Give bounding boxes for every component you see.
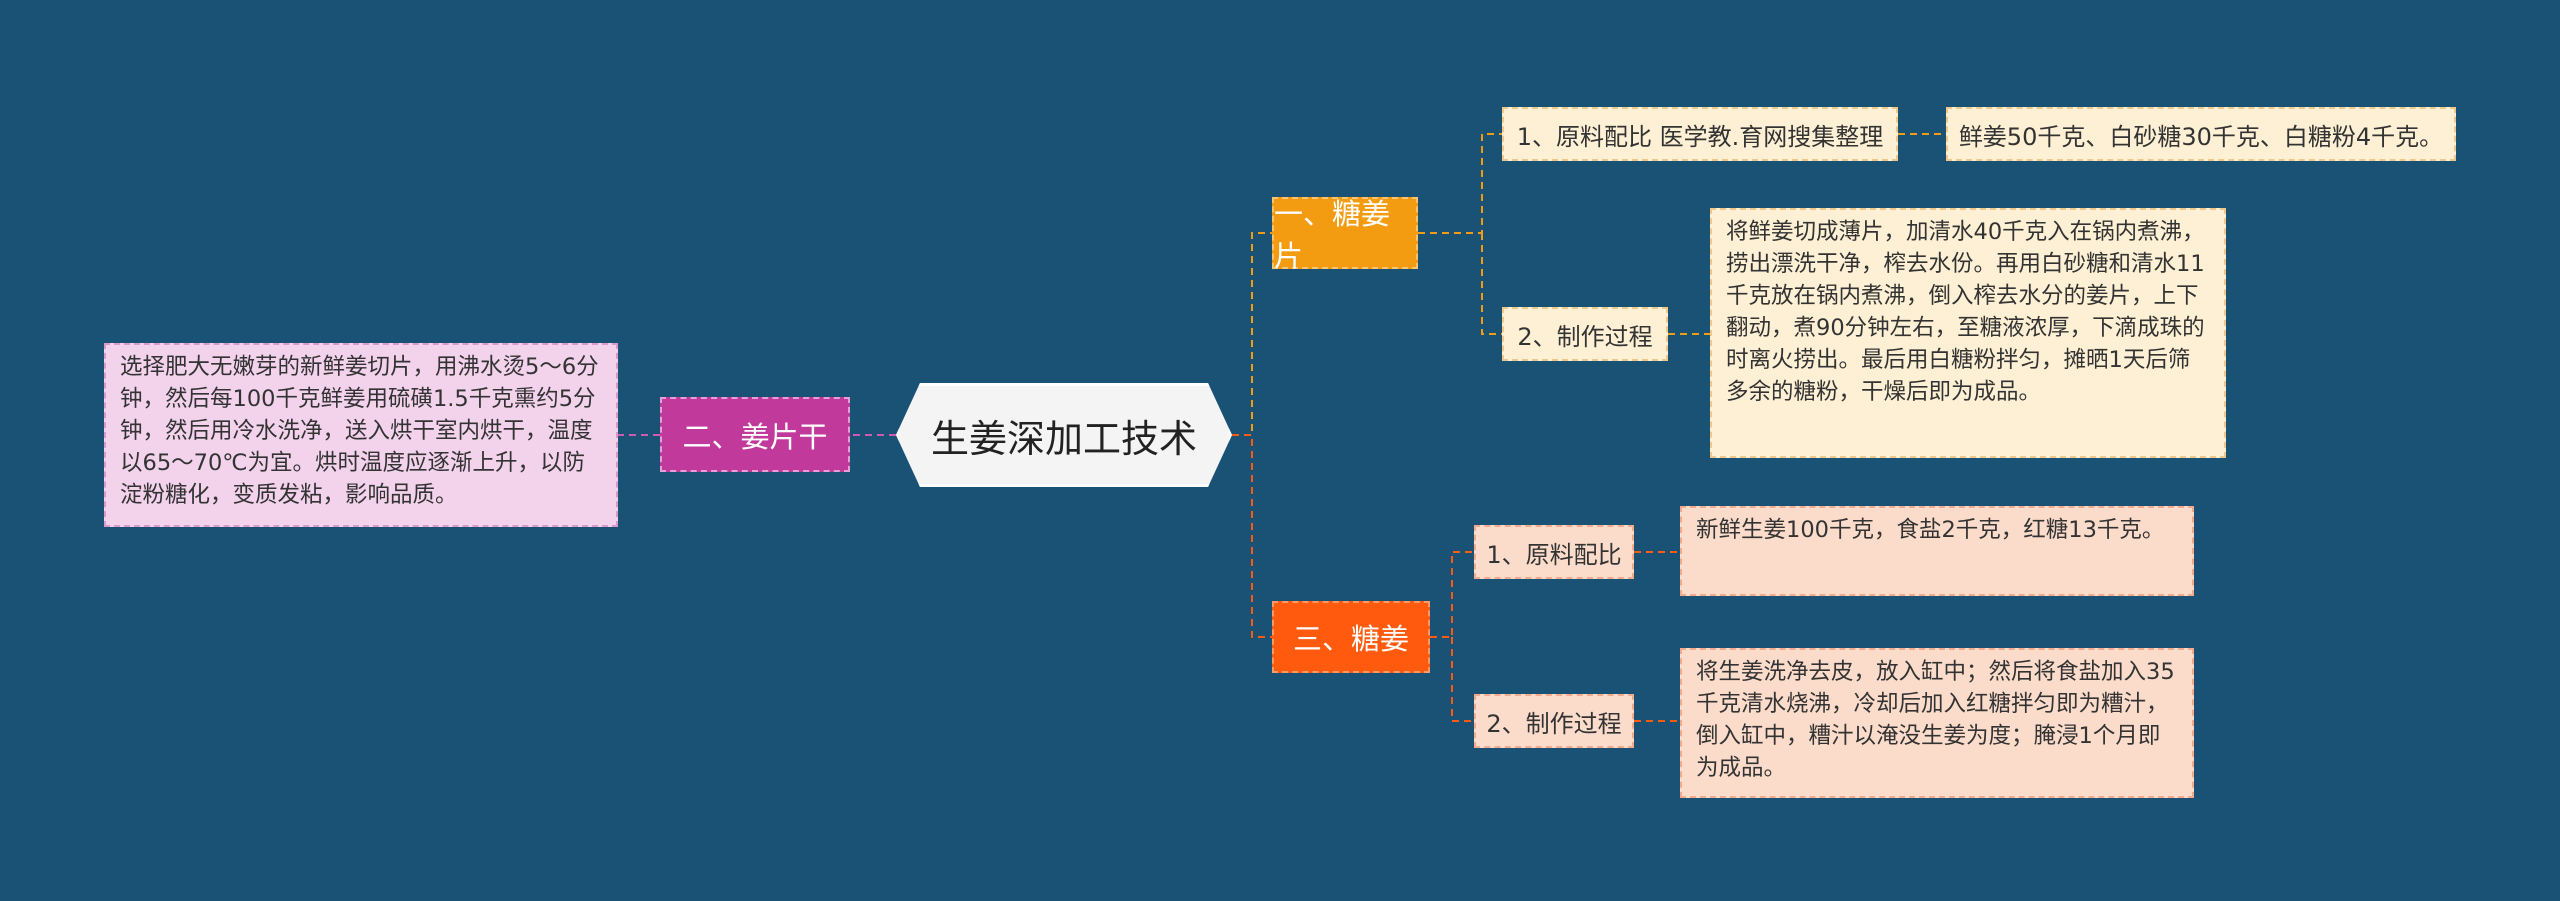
b1-item-process[interactable]: 2、制作过程 xyxy=(1502,307,1668,361)
link-root-branch1 xyxy=(1232,232,1272,436)
item-label: 1、原料配比 医学教.育网搜集整理 xyxy=(1516,122,1884,151)
link-branch3-item1 xyxy=(1430,551,1474,638)
b3-item-ingredients[interactable]: 1、原料配比 xyxy=(1474,525,1634,579)
b3-process-detail[interactable]: 将生姜洗净去皮，放入缸中；然后将食盐加入35千克清水烧沸，冷却后加入红糖拌匀即为… xyxy=(1680,648,2194,798)
link-root-branch3 xyxy=(1232,434,1272,638)
detail-text: 鲜姜50千克、白砂糖30千克、白糖粉4千克。 xyxy=(1958,122,2444,151)
branch-candied-ginger[interactable]: 三、糖姜 xyxy=(1272,601,1430,673)
link-branch1-item2 xyxy=(1481,233,1502,335)
branch-dried-ginger-slices[interactable]: 二、姜片干 xyxy=(660,397,850,472)
b1-ingredients-detail[interactable]: 鲜姜50千克、白砂糖30千克、白糖粉4千克。 xyxy=(1946,107,2456,161)
b1-item-ingredients[interactable]: 1、原料配比 医学教.育网搜集整理 xyxy=(1502,107,1898,161)
b3-item-process[interactable]: 2、制作过程 xyxy=(1474,694,1634,748)
item-label: 2、制作过程 xyxy=(1486,709,1622,738)
link-branch3-item2 xyxy=(1451,637,1474,722)
branch-label: 一、糖姜片 xyxy=(1274,197,1391,273)
b3-ingredients-detail[interactable]: 新鲜生姜100千克，食盐2千克，红糖13千克。 xyxy=(1680,506,2194,596)
link-branch1-item1 xyxy=(1418,133,1502,234)
item-label: 1、原料配比 xyxy=(1486,540,1622,569)
item-label: 2、制作过程 xyxy=(1517,322,1653,351)
detail-text: 将鲜姜切成薄片，加清水40千克入在锅内煮沸，捞出漂洗干净，榨去水份。再用白砂糖和… xyxy=(1726,219,2205,405)
detail-text: 新鲜生姜100千克，食盐2千克，红糖13千克。 xyxy=(1696,517,2165,543)
root-topic[interactable]: 生姜深加工技术 xyxy=(896,383,1232,487)
branch-label: 二、姜片干 xyxy=(682,419,828,454)
detail-text: 选择肥大无嫩芽的新鲜姜切片，用沸水烫5～6分钟，然后每100千克鲜姜用硫磺1.5… xyxy=(120,354,599,508)
detail-text: 将生姜洗净去皮，放入缸中；然后将食盐加入35千克清水烧沸，冷却后加入红糖拌匀即为… xyxy=(1696,659,2175,781)
branch-sugar-ginger-slices[interactable]: 一、糖姜片 xyxy=(1272,197,1418,273)
b2-detail[interactable]: 选择肥大无嫩芽的新鲜姜切片，用沸水烫5～6分钟，然后每100千克鲜姜用硫磺1.5… xyxy=(104,343,618,527)
root-topic-label: 生姜深加工技术 xyxy=(930,416,1197,461)
branch-label: 三、糖姜 xyxy=(1292,622,1409,656)
b1-process-detail[interactable]: 将鲜姜切成薄片，加清水40千克入在锅内煮沸，捞出漂洗干净，榨去水份。再用白砂糖和… xyxy=(1710,208,2226,458)
